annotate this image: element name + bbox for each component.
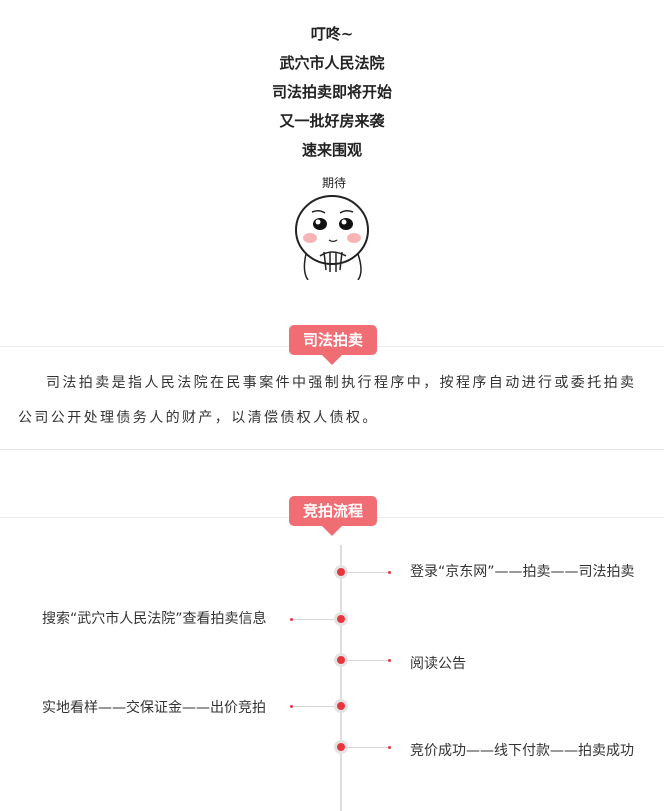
timeline-connector [346, 572, 388, 573]
connector-dot [388, 746, 391, 749]
timeline-connector [292, 706, 334, 707]
connector-dot [290, 618, 293, 621]
connector-dot [388, 659, 391, 662]
banner-pointer [322, 526, 342, 536]
process-step: 竞价成功——线下付款——拍卖成功 [410, 743, 634, 759]
intro-line: 速来围观 [301, 141, 362, 159]
process-step: 登录“京东网”——拍卖——司法拍卖 [410, 564, 635, 580]
timeline-connector [292, 619, 334, 620]
intro-block: 叮咚~ 武穴市人民法院 司法拍卖即将开始 又一批好房来袭 速来围观 [0, 20, 664, 165]
timeline-axis [340, 545, 342, 811]
banner-pointer [322, 355, 342, 365]
intro-line: 武穴市人民法院 [279, 54, 385, 72]
process-step: 阅读公告 [410, 656, 466, 672]
process-step: 搜索“武穴市人民法院”查看拍卖信息 [42, 611, 267, 627]
connector-dot [290, 705, 293, 708]
intro-line: 叮咚~ [310, 25, 354, 43]
intro-line: 司法拍卖即将开始 [271, 83, 392, 101]
mascot-face-icon: 期待 [295, 176, 369, 281]
timeline-connector [346, 747, 388, 748]
process-step: 实地看样——交保证金——出价竞拍 [42, 700, 266, 716]
section-divider [0, 449, 664, 450]
sticker-caption: 期待 [322, 176, 346, 190]
mascot-sticker: 期待 [292, 172, 376, 281]
connector-dot [388, 571, 391, 574]
section-title-bidding-process: 竞拍流程 [289, 496, 378, 526]
timeline-connector [346, 660, 388, 661]
timeline-node [334, 612, 348, 626]
timeline-node [334, 699, 348, 713]
intro-line: 又一批好房来袭 [279, 112, 385, 130]
judicial-auction-description: 司法拍卖是指人民法院在民事案件中强制执行程序中，按程序自动进行或委托拍卖公司公开… [18, 375, 637, 426]
section-title-judicial-auction: 司法拍卖 [289, 325, 378, 355]
